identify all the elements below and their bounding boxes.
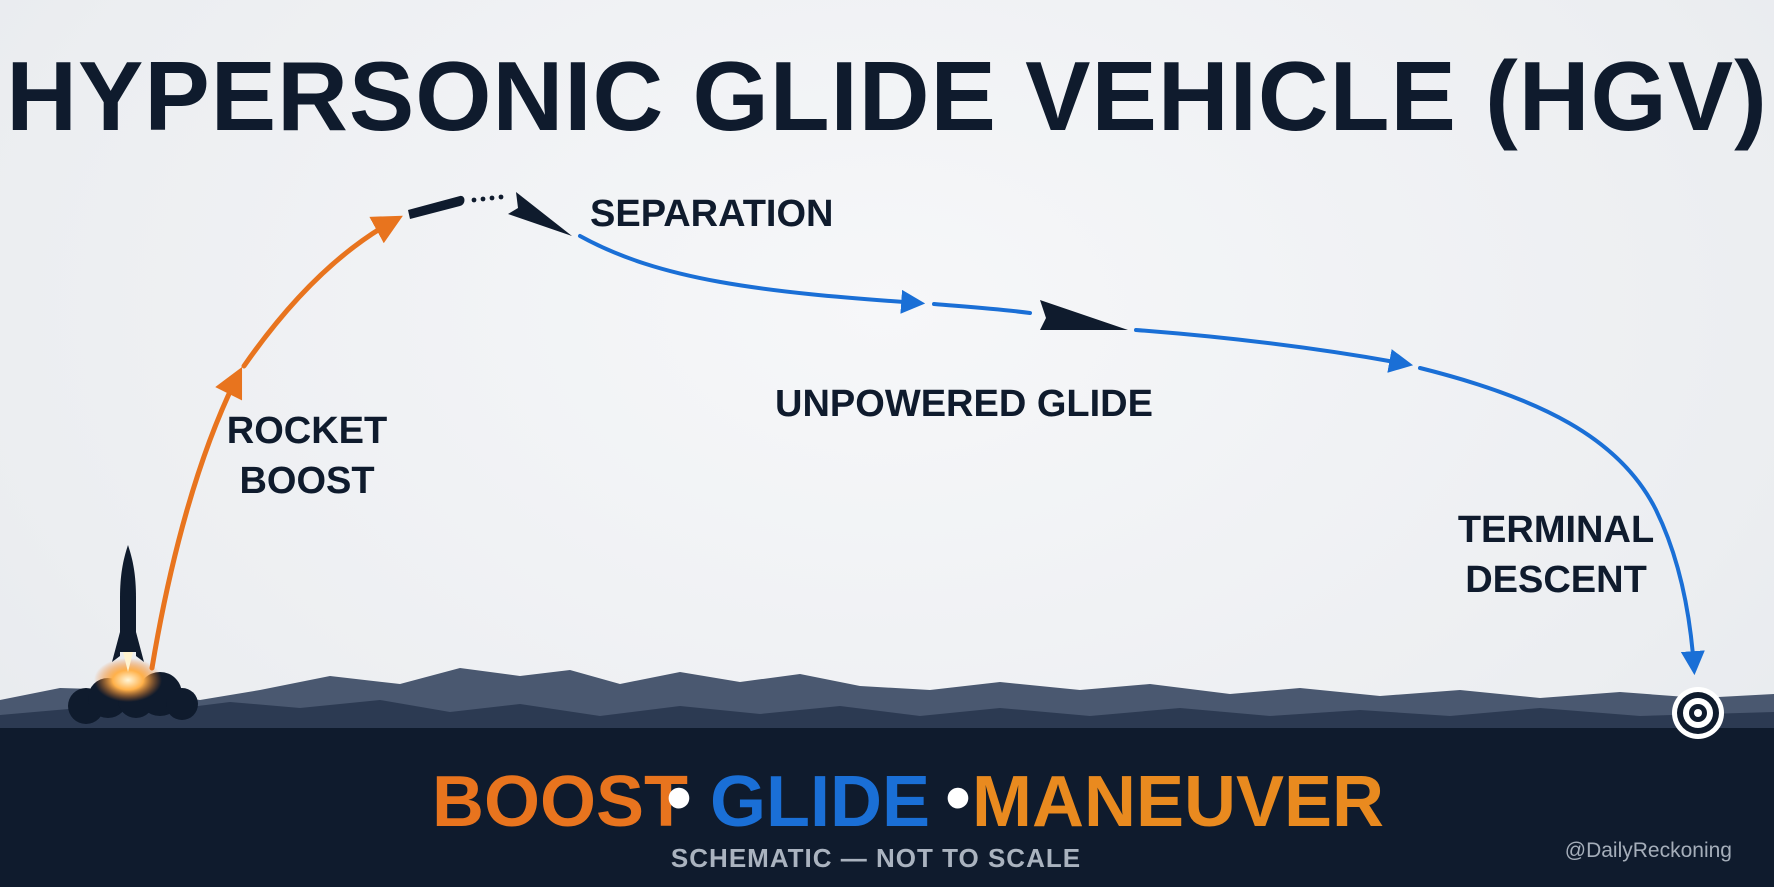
label-terminal-descent-1: TERMINAL bbox=[1458, 509, 1654, 551]
boost-trajectory bbox=[149, 366, 243, 671]
label-terminal-descent-2: DESCENT bbox=[1465, 559, 1647, 601]
glide-trajectory-1 bbox=[578, 234, 926, 314]
ground-band bbox=[0, 728, 1774, 887]
rocket-icon bbox=[112, 545, 144, 672]
tagline-boost: BOOST bbox=[432, 762, 688, 842]
glide-trajectory-3 bbox=[1134, 328, 1414, 373]
page-title: HYPERSONIC GLIDE VEHICLE (HGV) bbox=[6, 41, 1768, 151]
caption-schematic: SCHEMATIC — NOT TO SCALE bbox=[671, 843, 1081, 873]
label-unpowered-glide: UNPOWERED GLIDE bbox=[775, 383, 1153, 425]
tagline-glide: GLIDE bbox=[710, 762, 930, 842]
tagline-separator-2: • bbox=[945, 758, 970, 838]
label-rocket-boost-2: BOOST bbox=[239, 460, 374, 502]
glide-vehicle-icon bbox=[508, 192, 572, 236]
glide-trajectory-2 bbox=[932, 302, 1032, 315]
tagline-separator-1: • bbox=[666, 758, 691, 838]
boost-trajectory-upper bbox=[241, 215, 403, 369]
terminal-descent-trajectory bbox=[1418, 366, 1705, 676]
separation-dots bbox=[471, 194, 504, 203]
tagline-maneuver: MANEUVER bbox=[972, 762, 1384, 842]
target-icon bbox=[1672, 687, 1724, 739]
glide-vehicle-mid-icon bbox=[1040, 300, 1128, 330]
label-rocket-boost-1: ROCKET bbox=[227, 410, 387, 452]
exhaust-cloud bbox=[68, 658, 198, 724]
booster-icon bbox=[408, 195, 465, 219]
label-separation: SEPARATION bbox=[590, 193, 834, 235]
credit-handle: @DailyReckoning bbox=[1565, 839, 1732, 862]
